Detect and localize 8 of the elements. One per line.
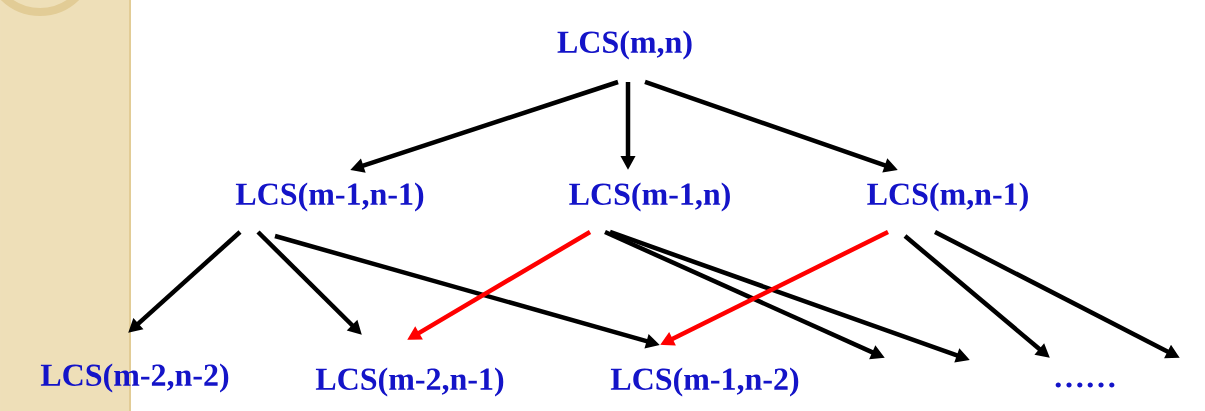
- node-label: LCS(m-2,n-1): [315, 367, 504, 397]
- node-label: LCS(m-1,n): [569, 182, 730, 212]
- node-label: LCS(m,n-1): [867, 182, 1028, 212]
- node-label: LCS(m-1,n-2): [610, 367, 799, 397]
- node-label: LCS(m-1,n-1): [235, 182, 424, 212]
- node-label: LCS(m-2,n-2): [40, 363, 229, 393]
- node-label: LCS(m,n): [557, 30, 692, 60]
- node-label: ……: [1055, 382, 1115, 388]
